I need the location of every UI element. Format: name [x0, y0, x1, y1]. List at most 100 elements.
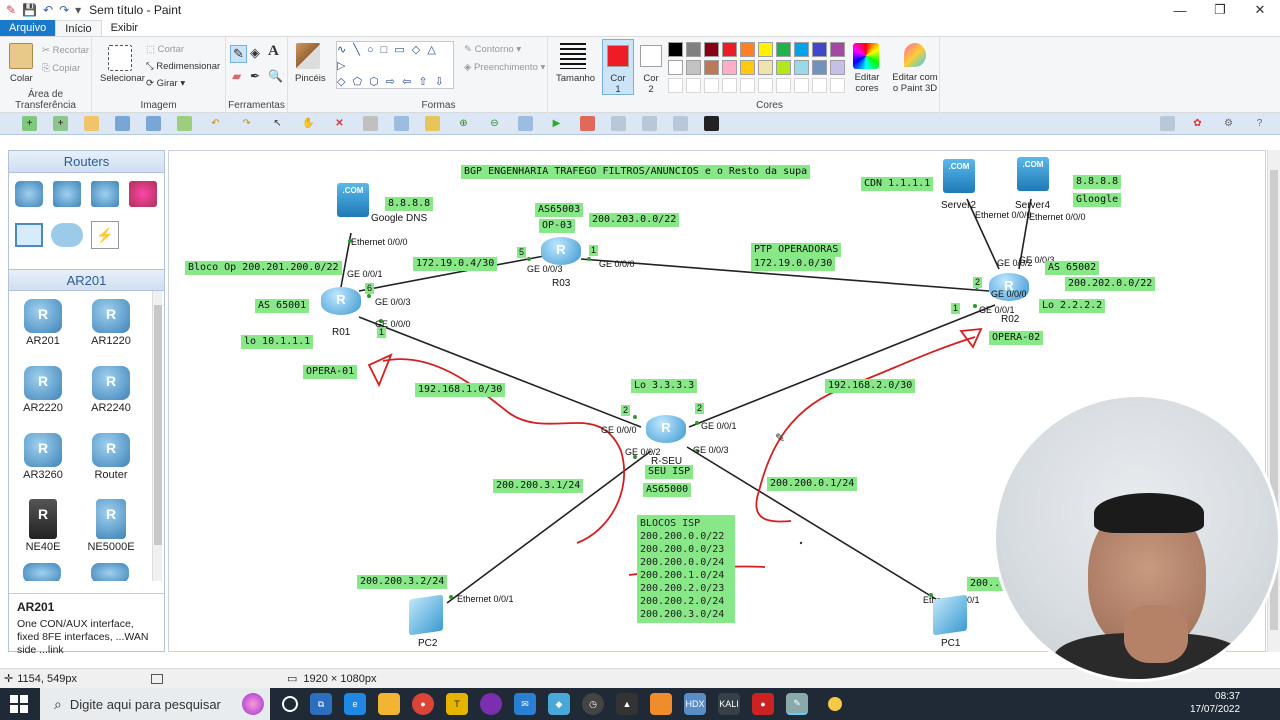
pc2[interactable]: [409, 594, 443, 636]
magnifier-icon[interactable]: 🔍: [268, 69, 283, 83]
chat-icon[interactable]: [1160, 116, 1175, 131]
palette-color-swatch[interactable]: [812, 60, 827, 75]
open-icon[interactable]: [84, 116, 99, 131]
size-icon[interactable]: [560, 43, 586, 69]
pc1[interactable]: [933, 594, 967, 636]
clock-app-icon[interactable]: ◷: [582, 693, 604, 715]
palette-color-swatch[interactable]: [668, 60, 683, 75]
weather-icon[interactable]: [828, 697, 842, 711]
print-icon[interactable]: [177, 116, 192, 131]
undo-icon[interactable]: ↶: [43, 3, 54, 17]
cut-button[interactable]: ✂ Recortar: [42, 45, 90, 56]
palette-color-swatch[interactable]: [740, 42, 755, 57]
undo-topology-icon[interactable]: ↶: [211, 118, 220, 129]
tab-file[interactable]: Arquivo: [0, 20, 56, 36]
redo-topology-icon[interactable]: ↷: [242, 118, 251, 129]
firewall-category-icon[interactable]: [129, 181, 157, 207]
terminal-app-icon[interactable]: T: [446, 693, 468, 715]
pc-category-icon[interactable]: [15, 223, 43, 247]
device-list-scrollbar[interactable]: [152, 291, 162, 581]
nmap-icon[interactable]: ▲: [616, 693, 638, 715]
brushes-button[interactable]: Pincéis: [295, 73, 326, 84]
tab-home[interactable]: Início: [55, 20, 102, 36]
text-icon[interactable]: A: [268, 43, 279, 59]
paint3d-icon[interactable]: [904, 43, 926, 67]
stop-device-icon[interactable]: [580, 116, 595, 131]
task-view-icon[interactable]: [282, 696, 298, 712]
router-r03[interactable]: [541, 237, 581, 265]
palette-color-swatch[interactable]: [722, 42, 737, 57]
custom-color-slot[interactable]: [668, 78, 683, 93]
zoom-out-icon[interactable]: ⊖: [490, 118, 499, 129]
new-example-icon[interactable]: +: [53, 116, 68, 131]
router-category-icon[interactable]: [15, 181, 43, 207]
edge-icon[interactable]: e: [344, 693, 366, 715]
tab-view[interactable]: Exibir: [110, 22, 139, 34]
resize-button[interactable]: ⤡ Redimensionar: [146, 61, 221, 72]
palette-color-swatch[interactable]: [704, 42, 719, 57]
zoom-in-icon[interactable]: ⊕: [459, 118, 468, 129]
delete-icon[interactable]: ✕: [335, 118, 344, 129]
palette-color-swatch[interactable]: [776, 42, 791, 57]
record-icon[interactable]: ●: [752, 693, 774, 715]
link-category-icon[interactable]: ⚡: [91, 221, 119, 249]
wireless-category-icon[interactable]: [91, 181, 119, 207]
palette-color-swatch[interactable]: [740, 60, 755, 75]
custom-color-slot[interactable]: [704, 78, 719, 93]
capture-icon[interactable]: [611, 116, 626, 131]
server4[interactable]: .COM: [1017, 157, 1049, 191]
topology-icon[interactable]: [642, 116, 657, 131]
rotate-button[interactable]: ⟳ Girar ▾: [146, 78, 186, 89]
palette-color-swatch[interactable]: [668, 42, 683, 57]
orange-app-icon[interactable]: [650, 693, 672, 715]
wireshark-icon[interactable]: ◆: [548, 693, 570, 715]
router-icon[interactable]: [23, 563, 61, 581]
grid-icon[interactable]: [673, 116, 688, 131]
fill-button[interactable]: ◈ Preenchimento ▾: [464, 62, 546, 73]
close-button[interactable]: ✕: [1254, 2, 1266, 17]
custom-color-slot[interactable]: [830, 78, 845, 93]
select-icon[interactable]: [108, 45, 132, 71]
huawei-logo-icon[interactable]: ✿: [1193, 118, 1202, 129]
text-note-icon[interactable]: [394, 116, 409, 131]
cloud-category-icon[interactable]: [51, 223, 83, 247]
delete-link-icon[interactable]: [363, 116, 378, 131]
eraser-icon[interactable]: ▰: [232, 69, 242, 83]
mail-icon[interactable]: ✉: [514, 693, 536, 715]
taskbar-search[interactable]: ⌕ Digite aqui para pesquisar: [40, 688, 270, 720]
custom-color-slot[interactable]: [794, 78, 809, 93]
scrollbar-thumb[interactable]: [1270, 170, 1278, 630]
device-ar2220[interactable]: AR2220: [13, 366, 73, 414]
device-ar2240[interactable]: AR2240: [81, 366, 141, 414]
crop-button[interactable]: ⬚ Cortar: [146, 44, 185, 55]
device-ar3260[interactable]: AR3260: [13, 433, 73, 481]
pointer-icon[interactable]: ↖: [273, 118, 282, 129]
copy-button[interactable]: ⎘ Copiar: [42, 63, 81, 74]
custom-color-slot[interactable]: [812, 78, 827, 93]
palette-color-swatch[interactable]: [686, 42, 701, 57]
device-ar201[interactable]: AR201: [13, 299, 73, 347]
device-ar1220[interactable]: AR1220: [81, 299, 141, 347]
settings-icon[interactable]: ⚙: [1224, 118, 1233, 129]
edit-with-paint3d-button[interactable]: Editar com o Paint 3D: [892, 72, 938, 94]
hand-icon[interactable]: ✋: [302, 118, 315, 129]
help-icon[interactable]: ?: [1256, 118, 1263, 129]
palette-color-swatch[interactable]: [794, 60, 809, 75]
pencil-icon[interactable]: ✎: [230, 45, 247, 63]
palette-color-swatch[interactable]: [830, 60, 845, 75]
rectangle-icon[interactable]: [425, 116, 440, 131]
palette-color-swatch[interactable]: [758, 60, 773, 75]
custom-color-slot[interactable]: [686, 78, 701, 93]
fill-icon[interactable]: ◈: [250, 45, 260, 60]
edit-colors-button[interactable]: Editar cores: [854, 72, 880, 94]
router-r01[interactable]: [321, 287, 361, 315]
router-icon[interactable]: [91, 563, 129, 581]
vscode-icon[interactable]: ⧉: [310, 693, 332, 715]
google-dns-server[interactable]: .COM: [337, 183, 369, 217]
paste-icon[interactable]: [9, 43, 33, 69]
file-explorer-icon[interactable]: [378, 693, 400, 715]
outline-button[interactable]: ✎ Contorno ▾: [464, 44, 522, 55]
size-button[interactable]: Tamanho: [556, 73, 596, 84]
redo-icon[interactable]: ↷: [59, 3, 70, 17]
chrome-icon[interactable]: ●: [412, 693, 434, 715]
